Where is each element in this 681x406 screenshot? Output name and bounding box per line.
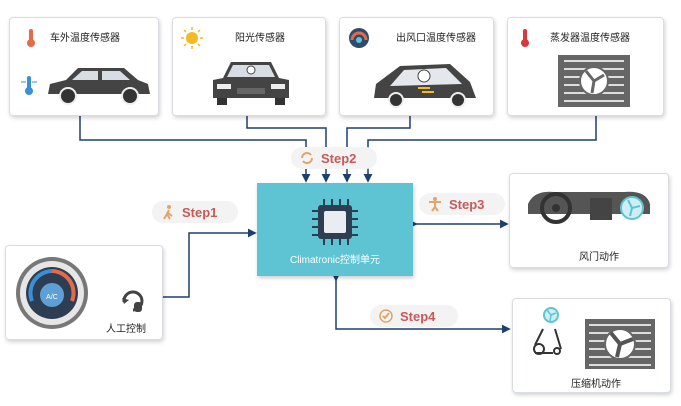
- sensor4-connector: [363, 116, 597, 183]
- sensor-box-vent-temp: 出风口温度传感器: [339, 17, 494, 116]
- manual-connector: [162, 228, 257, 298]
- compressor-action-label: 压缩机动作: [571, 379, 621, 390]
- sensor-box-outside-temp: 车外温度传感器: [9, 17, 159, 116]
- person-arms-icon: [429, 197, 441, 212]
- thermometer-icon: [27, 29, 35, 47]
- sensor-label: 阳光传感器: [235, 33, 285, 44]
- dashboard-icon: [528, 191, 650, 224]
- sensor-label: 蒸发器温度传感器: [550, 33, 630, 44]
- compressor-connector: [331, 272, 511, 334]
- step2-label: Step2: [321, 150, 357, 166]
- sensor1-connector: [79, 116, 311, 183]
- manual-control-box: A/C 人工控制: [5, 245, 163, 340]
- cycle-icon: [301, 152, 313, 164]
- step3-label: Step3: [449, 196, 485, 212]
- step1-label: Step1: [182, 204, 218, 220]
- climate-knob-icon: A/C: [16, 257, 88, 329]
- vent-gauge-icon: [349, 28, 369, 48]
- compressor-fan-icon: [533, 307, 655, 369]
- step4-label: Step4: [400, 308, 436, 324]
- thermometer-small-icon: [21, 76, 37, 95]
- step3-badge: Step3: [419, 193, 505, 215]
- step1-badge: Step1: [152, 201, 238, 223]
- svg-text:A/C: A/C: [46, 294, 58, 301]
- thermometer-icon: [521, 29, 529, 47]
- car-vent-icon: [374, 64, 476, 108]
- damper-action-label: 风门动作: [579, 252, 619, 263]
- checkmark-circle-icon: [379, 309, 393, 323]
- compressor-action-box: 压缩机动作: [512, 298, 671, 393]
- refresh-hand-icon: [122, 290, 144, 312]
- car-front-icon: [213, 62, 289, 105]
- damper-action-box: 风门动作: [509, 173, 669, 268]
- sensor-label: 车外温度传感器: [50, 33, 120, 44]
- microchip-icon: [312, 199, 358, 245]
- sun-icon: [181, 27, 203, 49]
- sensor-box-evaporator-temp: 蒸发器温度传感器: [507, 17, 664, 116]
- suv-car-icon: [48, 68, 150, 105]
- controller-label: Climatronic控制单元: [289, 255, 380, 266]
- sensor-label: 出风口温度传感器: [396, 33, 476, 44]
- sensor-box-sunlight: 阳光传感器: [172, 17, 326, 116]
- climatronic-controller: Climatronic控制单元: [257, 183, 413, 276]
- manual-control-label: 人工控制: [106, 324, 146, 335]
- person-walking-icon: [163, 205, 173, 220]
- evaporator-grid-icon: [558, 55, 630, 107]
- step4-badge: Step4: [370, 305, 458, 327]
- step2-badge: Step2: [291, 147, 377, 169]
